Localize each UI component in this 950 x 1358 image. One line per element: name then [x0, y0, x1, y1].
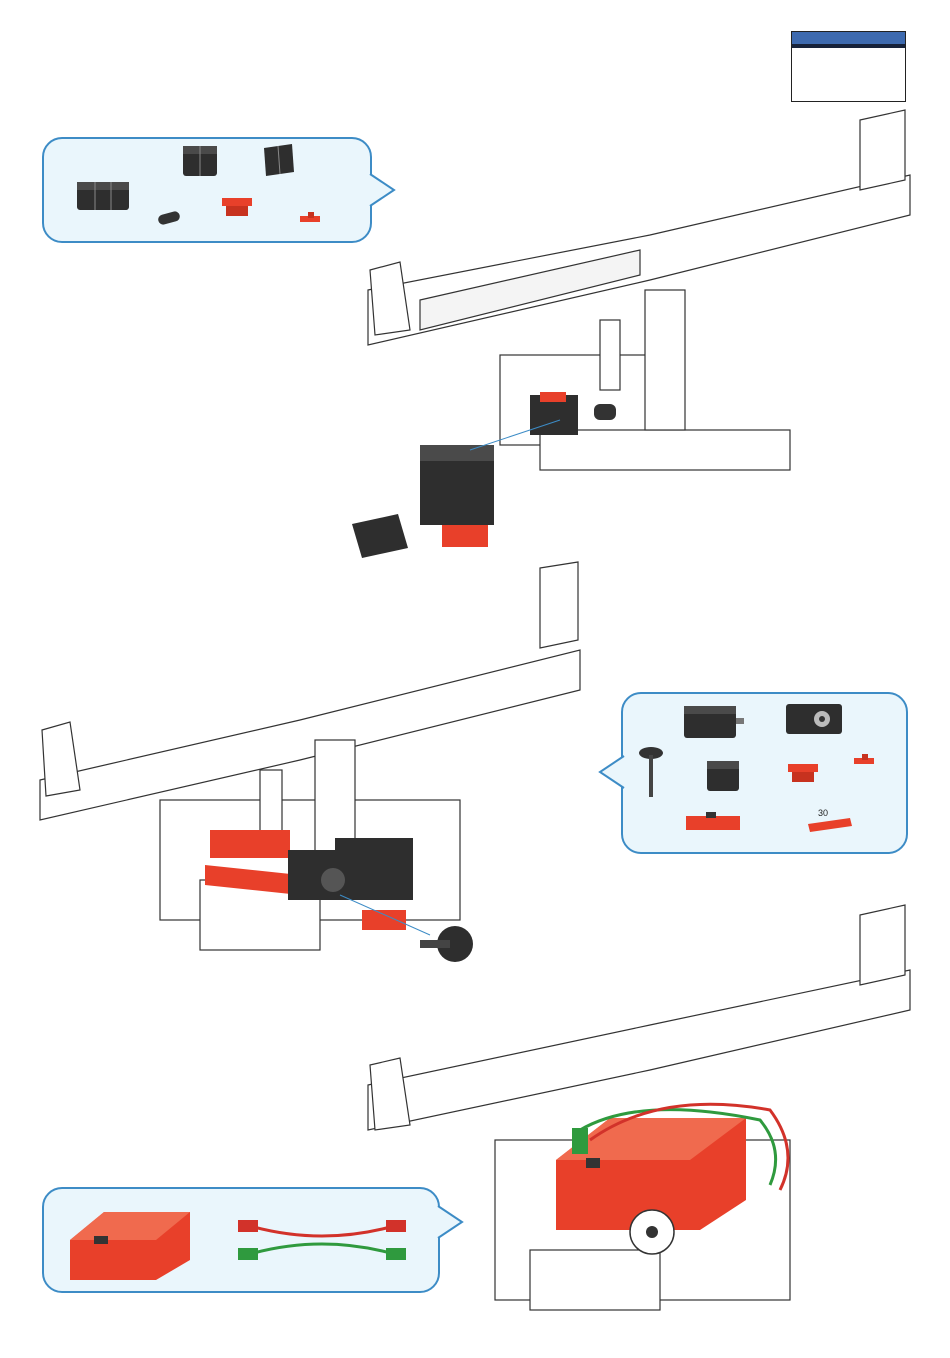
model-step1-new-parts — [352, 392, 616, 558]
model-step1-drawing — [368, 110, 910, 470]
